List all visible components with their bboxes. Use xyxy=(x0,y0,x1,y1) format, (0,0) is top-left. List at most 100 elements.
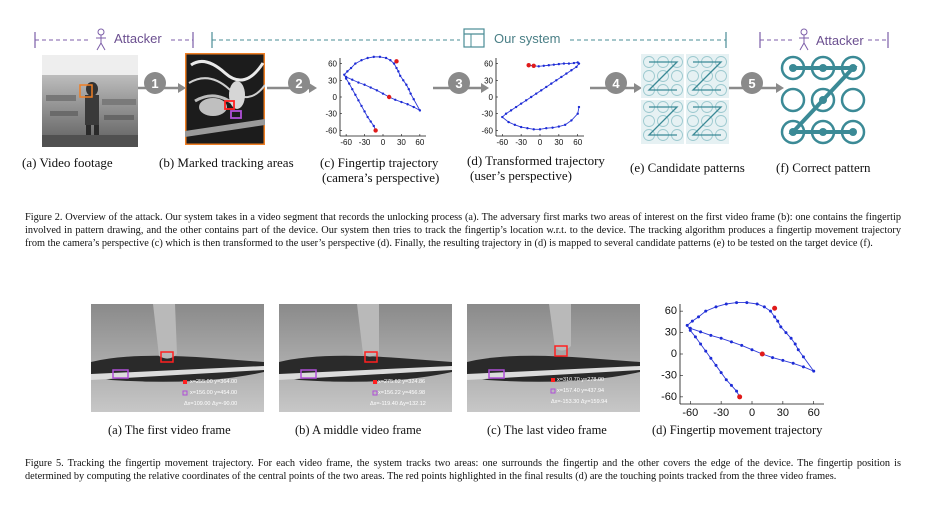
trajectory-point xyxy=(690,319,694,323)
trajectory-point xyxy=(560,75,563,79)
trajectory-point xyxy=(366,56,369,60)
trajectory-point xyxy=(697,315,701,319)
y-tick-label: 60 xyxy=(665,305,677,317)
window-icon xyxy=(463,28,485,48)
trajectory-point xyxy=(769,309,773,313)
caption-b: (b) Marked tracking areas xyxy=(159,155,294,170)
pattern-node xyxy=(701,115,713,127)
touch-point-red xyxy=(737,394,743,400)
caption-d-line1: (d) Transformed trajectory xyxy=(467,153,605,168)
trajectory-point xyxy=(369,120,372,123)
trajectory-point xyxy=(545,85,548,89)
trajectory-point xyxy=(557,125,561,128)
trajectory-point xyxy=(812,369,816,373)
attacker-label-right: Attacker xyxy=(816,33,864,48)
overlay-3-line2: x=157.40 y=437.94 xyxy=(557,388,605,394)
y-tick-label: 0 xyxy=(333,93,338,102)
x-tick-label: 0 xyxy=(749,407,755,419)
person-icon xyxy=(96,28,106,51)
caption-a: (a) Video footage xyxy=(22,155,113,170)
x-tick-label: 60 xyxy=(415,138,424,147)
y-tick-label: 30 xyxy=(484,76,493,85)
caption-5a: (a) The first video frame xyxy=(108,423,231,437)
trajectory-point xyxy=(719,371,723,375)
trajectory-point xyxy=(402,79,405,82)
trajectory-point xyxy=(524,99,528,102)
trajectory-point xyxy=(537,65,540,68)
trajectory-point xyxy=(378,55,382,59)
overlay-2-line1: x=275.62 y=324.86 xyxy=(378,379,426,385)
trajectory-point xyxy=(372,55,375,59)
trajectory-point xyxy=(375,89,379,92)
trajectory-point xyxy=(796,348,800,352)
pattern-node xyxy=(657,115,669,127)
trajectory-point xyxy=(801,355,805,359)
overlay-1-line3: Δx=109.00 Δy=-90.00 xyxy=(184,401,238,407)
trajectory-point xyxy=(343,73,346,76)
pattern-node xyxy=(643,115,655,127)
trajectory-point xyxy=(526,127,529,130)
caption-c-line2: (camera’s perspective) xyxy=(322,170,440,185)
x-tick-label: -30 xyxy=(515,138,527,147)
trajectory-point xyxy=(509,109,513,112)
trajectory-point xyxy=(344,77,348,80)
trajectory-point xyxy=(779,325,783,329)
trajectory-point xyxy=(547,64,550,67)
x-tick-label: 0 xyxy=(381,138,386,147)
x-tick-label: 30 xyxy=(554,138,563,147)
trajectory-point xyxy=(532,128,535,131)
y-tick-label: 30 xyxy=(328,76,337,85)
y-tick-label: 30 xyxy=(665,327,677,339)
trajectory-point xyxy=(394,98,397,101)
overlay-3-line3: Δx=-153.30 Δy=159.94 xyxy=(551,399,608,405)
first-video-frame-image xyxy=(91,304,264,412)
trajectory-point xyxy=(405,83,408,86)
trajectory-point xyxy=(750,348,754,352)
trajectory-point xyxy=(688,326,692,330)
trajectory-point xyxy=(360,104,363,108)
trajectory-point xyxy=(351,78,354,81)
touch-point-red xyxy=(373,128,378,133)
trajectory-point xyxy=(349,66,353,70)
touch-point-red xyxy=(526,63,531,68)
trajectory-point xyxy=(773,315,777,319)
trajectory-point xyxy=(563,123,567,127)
y-tick-label: 60 xyxy=(484,60,493,69)
trajectory-point xyxy=(565,72,568,75)
person-icon xyxy=(799,28,809,51)
pattern-node xyxy=(715,115,727,127)
trajectory-point xyxy=(542,64,545,67)
trajectory-point xyxy=(776,319,780,323)
trajectory-point xyxy=(781,358,785,362)
x-tick-label: 30 xyxy=(397,138,406,147)
caption-5c: (c) The last video frame xyxy=(487,423,607,437)
trajectory-point xyxy=(351,88,354,91)
pattern-node xyxy=(715,70,727,82)
x-tick-label: 60 xyxy=(808,407,820,419)
trajectory-point xyxy=(357,99,360,102)
trajectory-point xyxy=(504,112,508,115)
trajectory-point xyxy=(545,127,548,130)
trajectory-point xyxy=(535,92,538,95)
trajectory-point xyxy=(735,389,739,393)
overlay-3-line1: x=310.70 y=278.00 xyxy=(557,377,605,383)
trajectory-point xyxy=(354,93,357,96)
trajectory-point xyxy=(409,92,412,95)
trajectory-point xyxy=(570,69,573,72)
trajectory-point xyxy=(366,115,369,119)
trajectory-point xyxy=(693,335,697,339)
trajectory-point xyxy=(745,301,749,305)
step-5-badge: 5 xyxy=(741,72,763,94)
y-tick-label: -30 xyxy=(481,110,493,119)
step-3-badge: 3 xyxy=(448,72,470,94)
our-system-label: Our system xyxy=(494,31,561,46)
overlay-2-line2: x=156.22 y=456.98 xyxy=(378,390,426,396)
touch-point-red xyxy=(759,351,765,357)
trajectory-point xyxy=(418,109,422,112)
trajectory-point xyxy=(699,330,703,334)
trajectory-point xyxy=(729,340,733,344)
marked-tracking-image xyxy=(185,53,265,145)
y-tick-label: 0 xyxy=(489,93,494,102)
trajectory-line xyxy=(686,302,816,398)
